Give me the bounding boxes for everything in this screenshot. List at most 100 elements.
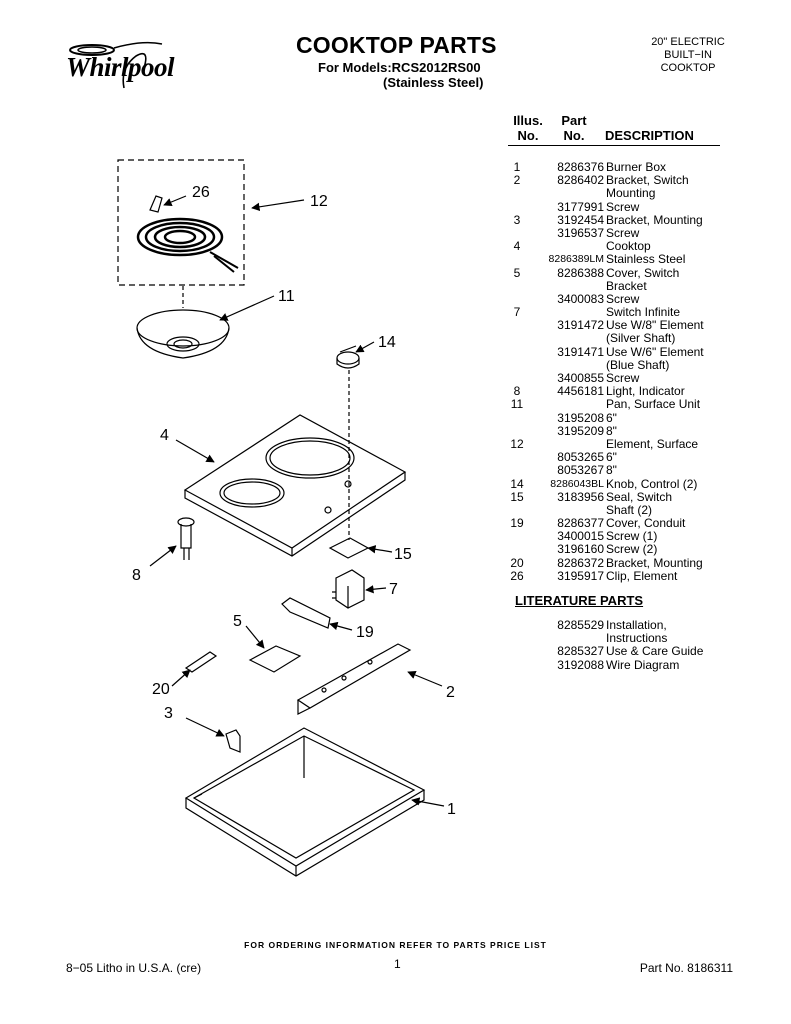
part-number-cell: 3192454 <box>557 212 604 227</box>
part-description: Screw <box>606 371 640 385</box>
part-number-cell: 8286372 <box>557 555 604 570</box>
callout-7: 7 <box>389 581 398 598</box>
part-number-cell: 3400015 <box>557 529 604 544</box>
callout-19: 19 <box>356 624 374 641</box>
part-description: Bracket, Switch <box>606 173 689 188</box>
illus-number: 26 <box>510 568 524 583</box>
header-line: No. <box>563 128 585 143</box>
callout-2: 2 <box>446 684 455 701</box>
exploded-parts-diagram: 26 12 11 14 4 15 8 7 5 19 2 20 3 1 <box>117 159 456 877</box>
parts-row: Mounting <box>500 187 740 200</box>
illus-number: 4 <box>513 239 521 254</box>
infinite-switch-part <box>332 569 365 609</box>
part-number-cell: 8285327 <box>557 644 604 659</box>
part-description: Clip, Element <box>606 568 678 583</box>
part-description: Switch Infinite <box>606 305 681 320</box>
part-description: Instructions <box>606 631 668 646</box>
part-description: (Blue Shaft) <box>606 357 670 372</box>
part-description: 8" <box>606 423 617 438</box>
conduit-cover-part <box>281 597 331 629</box>
illus-number: 11 <box>510 397 524 412</box>
part-description: Use W/6" Element <box>606 344 704 359</box>
callout-4: 4 <box>160 427 169 444</box>
part-number-cell: 8286389LM <box>548 253 604 266</box>
product-type-line: 20" ELECTRIC <box>651 36 725 48</box>
part-number-cell: 4456181 <box>557 384 604 399</box>
part-no-header: Part No. <box>556 113 592 143</box>
part-description: (Silver Shaft) <box>606 331 676 346</box>
part-number-cell: 3183956 <box>557 489 604 504</box>
part-number-cell: 3177991 <box>557 199 604 214</box>
part-description: Element, Surface <box>606 436 699 451</box>
litho-note: 8−05 Litho in U.S.A. (cre) <box>66 961 202 975</box>
part-number-cell: 8286376 <box>557 160 604 174</box>
illus-number: 15 <box>510 489 524 504</box>
callout-11: 11 <box>278 288 295 305</box>
part-number-cell: 8285529 <box>557 618 604 632</box>
part-description: 6" <box>606 410 617 425</box>
part-number-cell: 3400083 <box>557 291 604 306</box>
control-knob-part <box>336 345 360 369</box>
callout-3: 3 <box>164 705 173 722</box>
product-type-line: COOKTOP <box>660 62 716 74</box>
header-line: Illus. <box>513 113 543 128</box>
illus-number: 14 <box>510 476 524 491</box>
illus-number: 7 <box>513 305 521 320</box>
part-description: Cover, Switch <box>606 265 680 280</box>
part-description: Light, Indicator <box>606 384 685 399</box>
part-number-cell: 3192088 <box>557 657 604 672</box>
part-number-cell: 8286388 <box>557 265 604 280</box>
part-number-cell: 8053267 <box>557 463 604 478</box>
illus-no-header: Illus. No. <box>508 113 548 143</box>
page-number: 1 <box>394 957 401 971</box>
parts-row: (Blue Shaft) <box>500 357 740 372</box>
illus-number: 20 <box>510 555 524 570</box>
part-description: Screw <box>606 225 640 240</box>
header-divider <box>508 145 720 146</box>
part-number-cell: 8053265 <box>557 450 604 465</box>
callout-14: 14 <box>378 334 396 351</box>
part-description: Screw <box>606 199 640 214</box>
callout-1: 1 <box>447 801 456 818</box>
product-type-line: BUILT−IN <box>664 49 712 61</box>
mounting-bracket-3-part <box>225 729 241 753</box>
mounting-bracket-20-part <box>184 651 218 673</box>
part-description: Stainless Steel <box>606 252 686 267</box>
parts-row: (Silver Shaft) <box>500 332 740 345</box>
brand-name: Whirlpool <box>66 52 175 82</box>
whirlpool-logo: Whirlpool <box>62 38 192 108</box>
indicator-light-part <box>177 517 195 560</box>
part-description: Screw (1) <box>606 529 658 544</box>
ordering-note: FOR ORDERING INFORMATION REFER TO PARTS … <box>244 940 547 950</box>
part-description: 8" <box>606 463 617 478</box>
literature-heading: LITERATURE PARTS <box>515 593 644 608</box>
part-number-cell: 3195208 <box>557 410 604 425</box>
page-title: COOKTOP PARTS <box>296 32 497 58</box>
part-number-cell: 3196160 <box>557 542 604 557</box>
part-description: Bracket, Mounting <box>606 555 703 570</box>
part-number-cell: 8286402 <box>557 173 604 188</box>
part-description: Cover, Conduit <box>606 516 686 531</box>
literature-row: Instructions <box>500 631 740 646</box>
illus-number: 5 <box>513 265 521 280</box>
illus-number: 1 <box>513 160 521 174</box>
parts-row: Shaft (2) <box>500 503 740 517</box>
burner-box-part <box>184 727 426 877</box>
part-description: Screw (2) <box>606 542 658 557</box>
part-number-cell: 3196537 <box>557 225 604 240</box>
logo-swirl-icon <box>69 41 163 89</box>
element-assembly-box <box>117 159 245 286</box>
